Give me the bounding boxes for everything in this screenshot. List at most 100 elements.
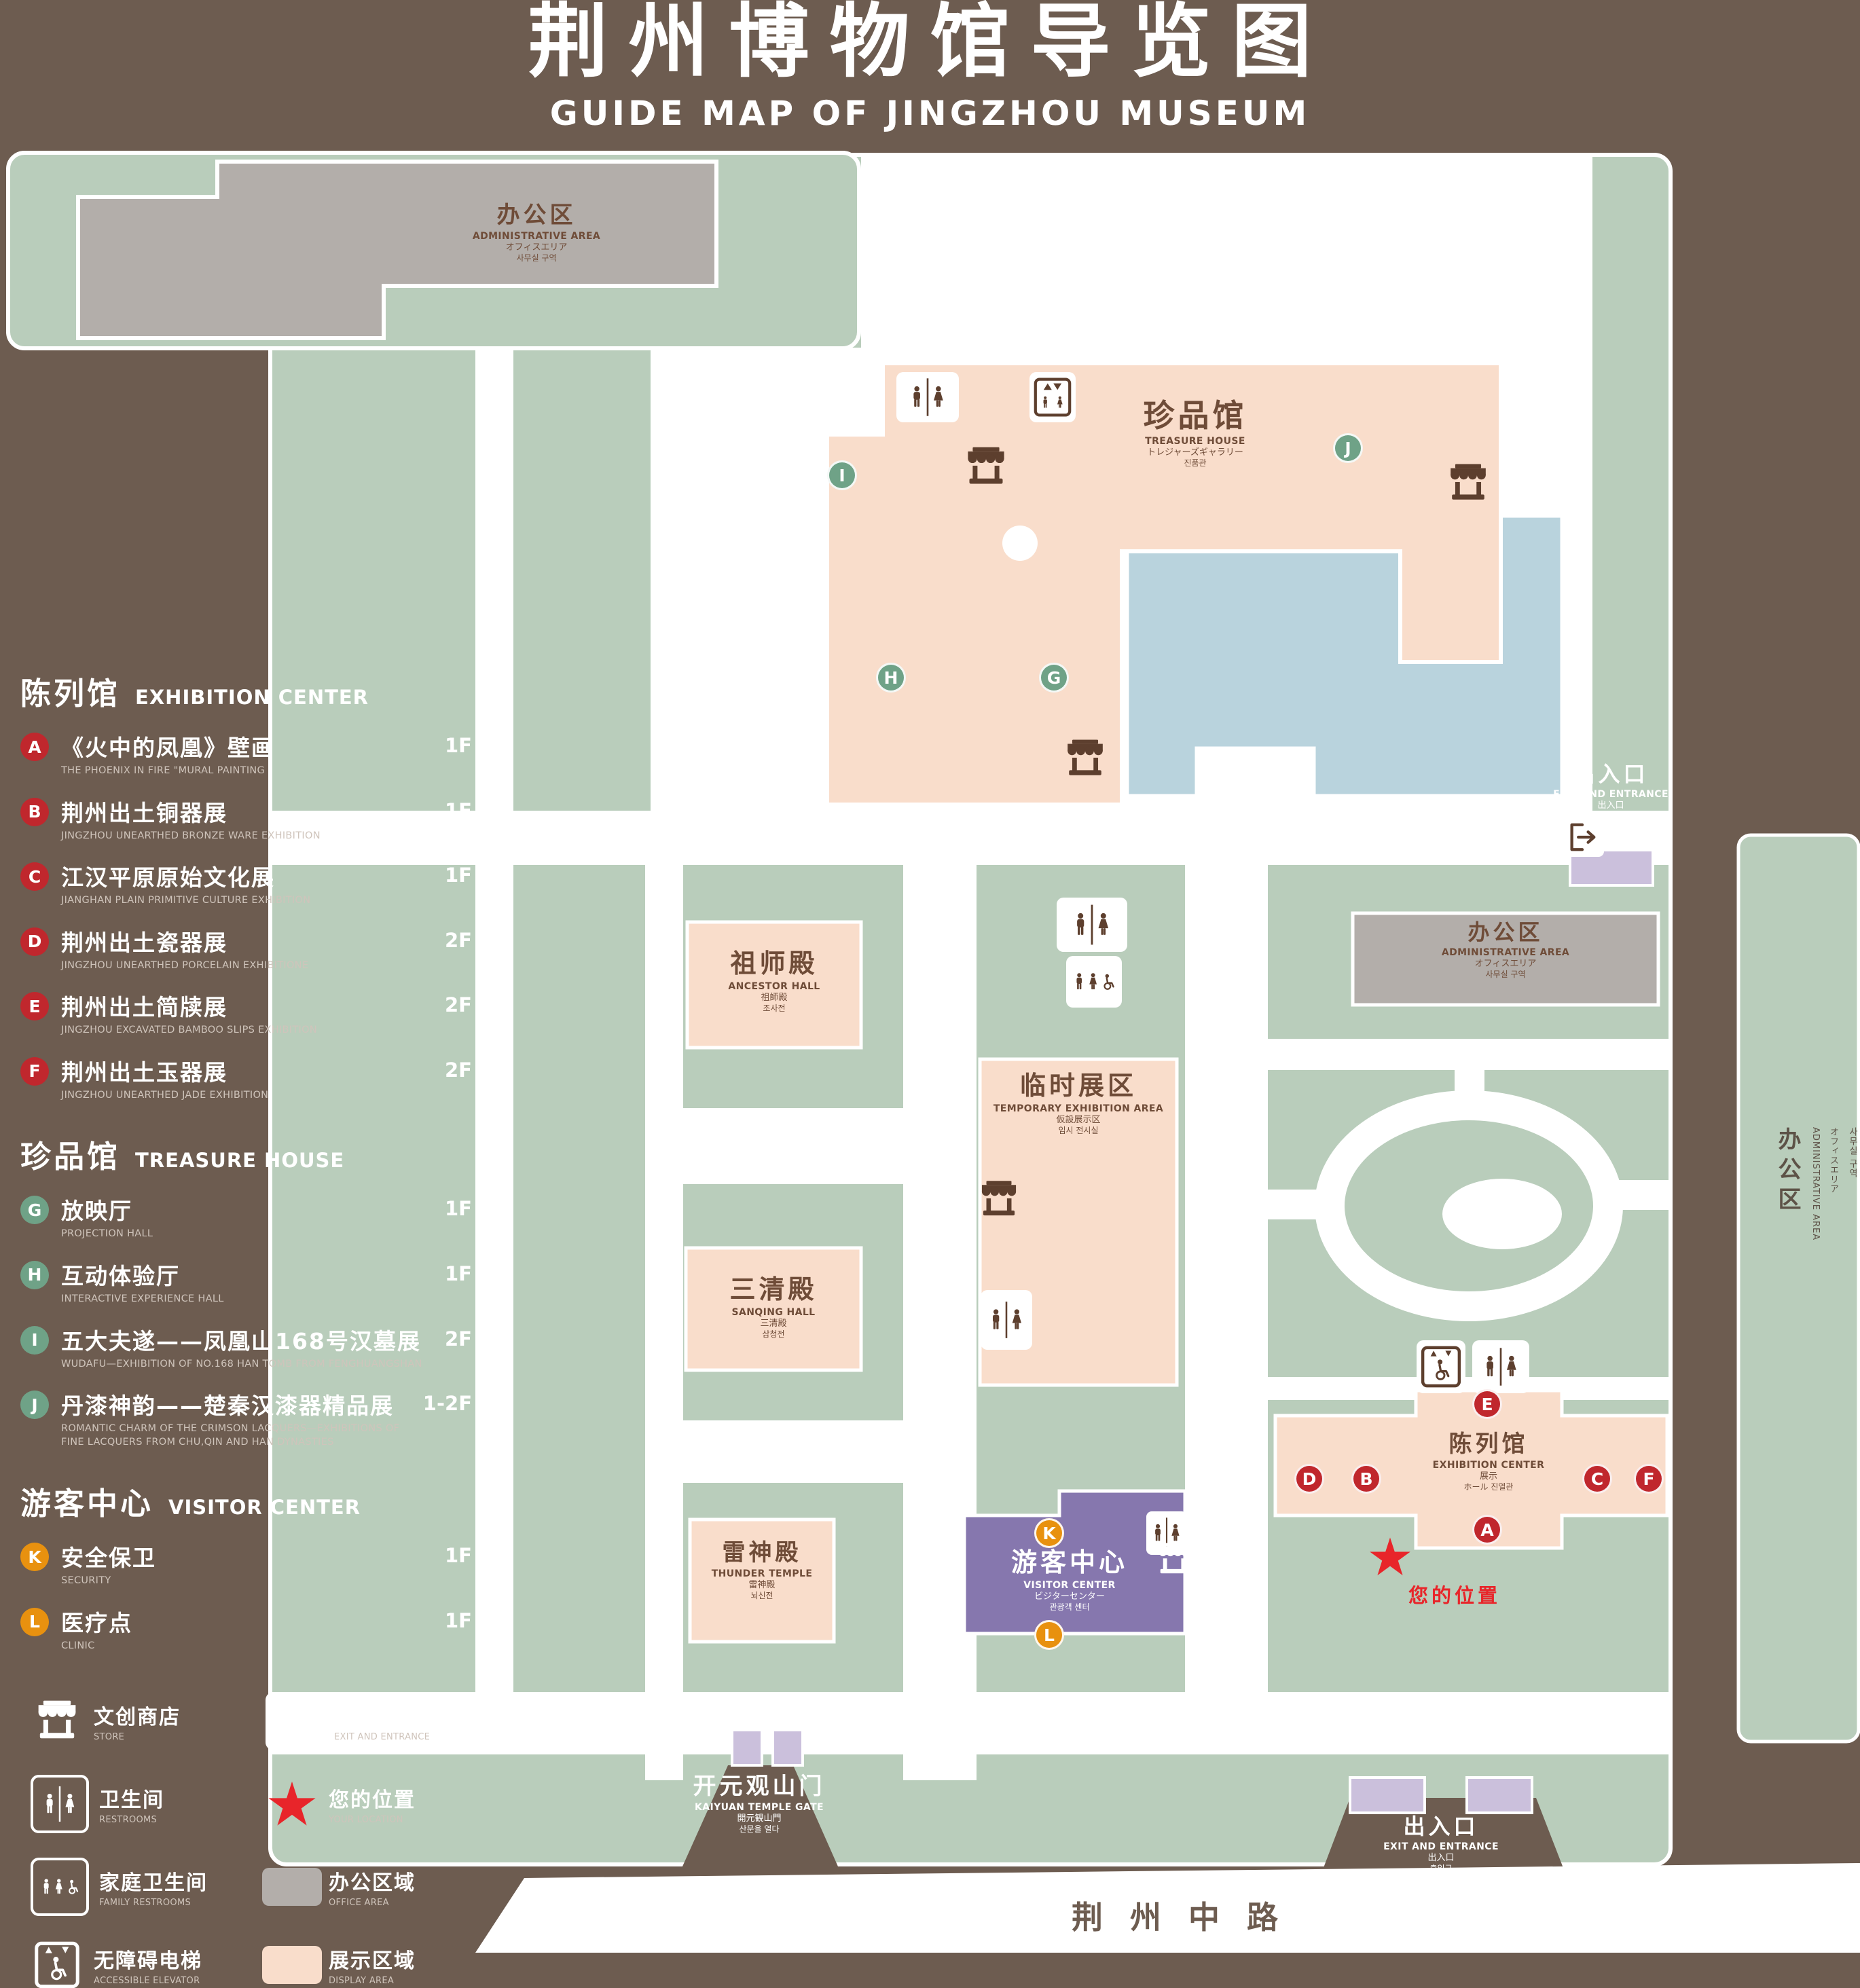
legend-section-visitor-center: 游客中心 VISITOR CENTER: [20, 1479, 472, 1523]
marker-badge: C: [20, 862, 49, 891]
family-restroom-icon: [31, 1858, 89, 1917]
south-exit-label: 出入口 EXIT AND ENTRANCE 出入口 출입구: [1383, 1814, 1499, 1873]
legend-section-treasure-house: 珍品馆 TREASURE HOUSE: [20, 1132, 472, 1176]
ancestor-hall-label: 祖师殿 ANCESTOR HALL 祖師殿 조사전: [728, 949, 820, 1013]
restroom-icon: [896, 372, 959, 422]
page-subtitle: GUIDE MAP OF JINGZHOU MUSEUM: [549, 94, 1311, 133]
garden-plaza: [1442, 1179, 1562, 1249]
section-title-en: VISITOR CENTER: [168, 1496, 361, 1520]
display-area-swatch: [255, 1946, 329, 1985]
your-location-icon: [255, 1780, 329, 1828]
map-icons: [896, 372, 1604, 1576]
admin-building-east: [1351, 911, 1660, 1007]
map-marker-D: D: [1294, 1464, 1324, 1494]
floor-label: 1F: [445, 1262, 472, 1285]
thunder-temple-building: [688, 1517, 836, 1644]
gate-kiosk-right: [771, 1729, 804, 1767]
floor-label: 2F: [445, 1058, 472, 1082]
ancestor-hall-building: [685, 920, 863, 1050]
exit-icon: [1561, 817, 1604, 857]
admin-building-northwest: [76, 160, 718, 340]
marker-badge: E: [20, 992, 49, 1021]
floor-label: 1F: [445, 1197, 472, 1221]
temporary-exhibition-label: 临时展区 TEMPORARY EXHIBITION AREA 仮設展示区 임시 …: [993, 1071, 1164, 1135]
floor-label: 1F: [445, 798, 472, 822]
restroom-icon: [1057, 898, 1127, 952]
map-marker-J: J: [1333, 433, 1363, 463]
restroom-icon: [981, 1290, 1032, 1350]
map-marker-H: H: [876, 663, 906, 693]
section-title-en: TREASURE HOUSE: [135, 1149, 345, 1173]
office-area-swatch: [255, 1868, 329, 1907]
marker-badge: A: [20, 733, 49, 761]
marker-badge: D: [20, 927, 49, 956]
elevator-icon: [1029, 372, 1076, 422]
exhibition-center-label: 陈列馆 EXHIBITION CENTER 展示 ホール 진열관: [1432, 1431, 1545, 1492]
restroom-icon: [1472, 1340, 1529, 1393]
map-marker-C: C: [1582, 1464, 1612, 1494]
your-location-label: 您的位置: [1408, 1584, 1501, 1607]
section-title-zh: 陈列馆: [20, 676, 121, 712]
marker-badge: F: [20, 1056, 49, 1086]
garden-loop-path: [1315, 1090, 1623, 1321]
map-marker-L: L: [1034, 1620, 1064, 1650]
admin-strip-label: 办公区 ADMINISTRATIVE AREA オフィスエリア 사무실 구역: [1774, 1127, 1857, 1241]
store-icon: [20, 1697, 94, 1746]
map-marker-G: G: [1039, 663, 1069, 693]
admin-area-east-label: 办公区 ADMINISTRATIVE AREA オフィスエリア 사무실 구역: [1441, 919, 1570, 979]
map-marker-A: A: [1472, 1515, 1502, 1545]
map-marker-F: F: [1634, 1464, 1664, 1494]
marker-badge: H: [20, 1260, 49, 1289]
admin-area-northwest-label: 办公区 ADMINISTRATIVE AREA オフィスエリア 사무실 구역: [472, 202, 601, 263]
marker-badge: G: [20, 1196, 49, 1225]
east-admin-strip: [1736, 833, 1860, 1744]
section-title-zh: 珍品馆: [20, 1139, 121, 1175]
section-title-zh: 游客中心: [20, 1486, 154, 1522]
visitor-center-label: 游客中心 VISITOR CENTER ビジターセンター 관광객 센터: [1010, 1547, 1129, 1612]
thunder-temple-label: 雷神殿 THUNDER TEMPLE 雷神殿 뇌신전: [711, 1539, 813, 1601]
sanqing-hall-building: [684, 1246, 863, 1372]
floor-label: 2F: [445, 928, 472, 952]
floor-label: 1F: [445, 864, 472, 887]
floor-label: 2F: [445, 993, 472, 1017]
marker-badge: B: [20, 797, 49, 826]
marker-badge: J: [20, 1391, 49, 1420]
floor-label: 1-2F: [422, 1392, 472, 1416]
east-exit-label: 出入口 EXIT AND ENTRANCE 出入口 출입구: [1553, 761, 1668, 821]
legend-section-exhibition-center: 陈列馆 EXHIBITION CENTER: [20, 669, 472, 713]
section-title-en: EXHIBITION CENTER: [135, 686, 369, 709]
marker-badge: I: [20, 1325, 49, 1355]
south-exit-building-left: [1349, 1776, 1426, 1814]
accessible-elevator-icon: [20, 1940, 94, 1988]
restroom-icon: [31, 1775, 89, 1834]
jingzhou-middle-road: [475, 1863, 1860, 1953]
marker-badge: K: [20, 1543, 49, 1572]
treasure-house-label: 珍品馆 TREASURE HOUSE トレジャーズギャラリー 진품관: [1143, 397, 1247, 468]
south-exit-building-right: [1465, 1776, 1533, 1814]
sanqing-hall-label: 三清殿 SANQING HALL 三清殿 삼청전: [729, 1274, 818, 1339]
visitor-center-building: [962, 1489, 1187, 1636]
map-marker-K: K: [1034, 1518, 1064, 1548]
floor-label: 1F: [445, 1544, 472, 1568]
marker-badge: L: [20, 1607, 49, 1636]
map-marker-E: E: [1472, 1389, 1502, 1419]
